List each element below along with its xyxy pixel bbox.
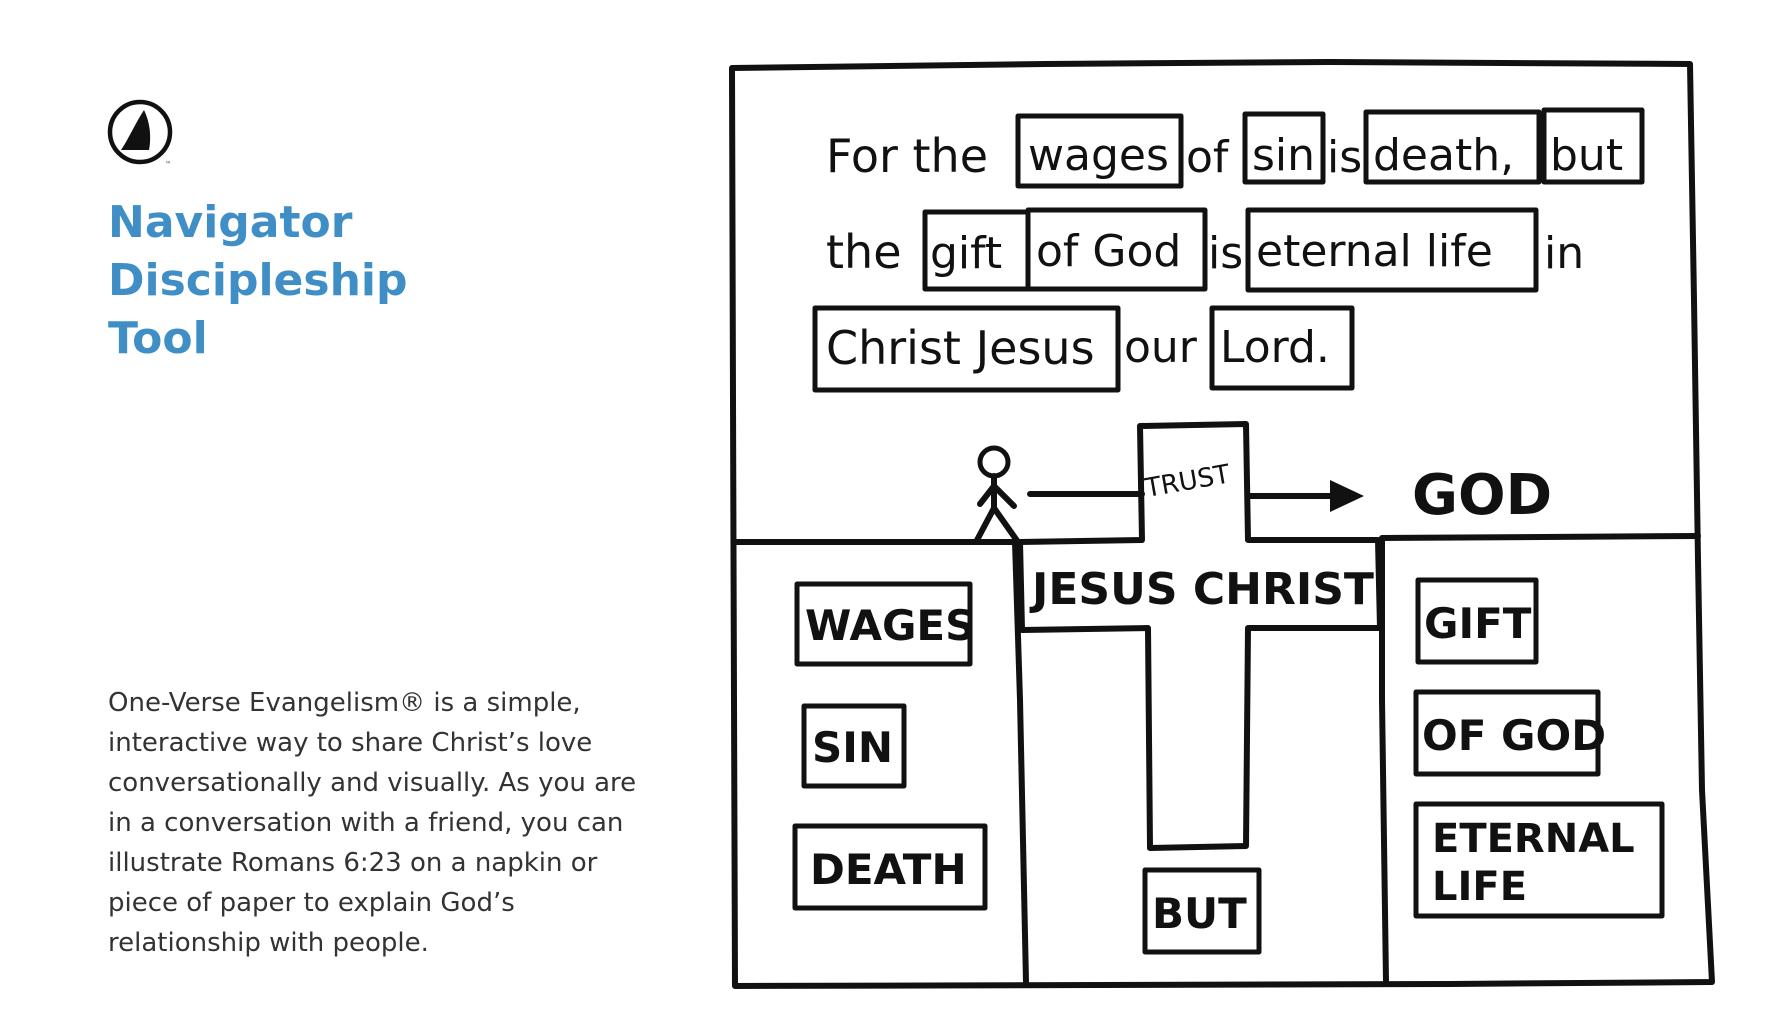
left-cliff [731, 539, 1029, 985]
title-line-3: Tool [108, 313, 208, 364]
gift-label: GIFT [1424, 599, 1532, 648]
verse-box [1209, 305, 1355, 391]
verse-word-but: but [1550, 130, 1623, 181]
verse-word-sin: sin [1252, 130, 1315, 181]
verse-word-death: death, [1373, 130, 1514, 181]
verse-box [1541, 107, 1645, 185]
sin-box [801, 703, 907, 789]
verse-word: our [1124, 322, 1198, 373]
verse-word-wages: wages [1028, 130, 1169, 181]
death-label: DEATH [810, 845, 967, 894]
eternal-label: ETERNAL [1432, 816, 1635, 862]
verse-box [812, 305, 1121, 393]
arrow-right-icon [1330, 480, 1364, 512]
stick-figure-icon [973, 445, 1021, 545]
navigator-logo-icon: ™ [107, 99, 173, 168]
eternal-life-box [1413, 801, 1665, 919]
svg-text:™: ™ [165, 161, 171, 168]
verse-word: of [1186, 132, 1230, 183]
verse-box [1363, 109, 1542, 185]
gift-box [1415, 577, 1539, 665]
jesus-christ-label: JESUS CHRIST [1029, 564, 1374, 615]
description-paragraph: One-Verse Evangelism® is a simple, inter… [108, 688, 637, 958]
but-box [1142, 867, 1262, 955]
but-label: BUT [1152, 889, 1247, 938]
trust-label: TRUST [1142, 460, 1232, 505]
verse-word-lord: Lord. [1220, 322, 1330, 373]
title-line-1: Navigator [108, 197, 353, 248]
of-god-label: OF GOD [1422, 711, 1606, 760]
verse-box [1015, 113, 1184, 189]
verse-word: is [1208, 228, 1243, 279]
verse-word: For the [826, 129, 988, 183]
life-label: LIFE [1432, 864, 1527, 910]
verse-word-christ-jesus: Christ Jesus [826, 321, 1095, 375]
wages-box [794, 581, 973, 667]
death-box [792, 823, 988, 911]
title-line-2: Discipleship [108, 255, 408, 306]
verse-word: the [826, 225, 902, 279]
page-title: Navigator Discipleship Tool [108, 194, 528, 368]
verse-word-eternal-life: eternal life [1256, 226, 1493, 277]
god-label: GOD [1412, 463, 1552, 528]
verse-word: is [1327, 132, 1362, 183]
wages-label: WAGES [805, 601, 975, 650]
verse-word-of-god: of God [1036, 226, 1181, 277]
verse-box [1242, 111, 1326, 185]
of-god-box [1413, 689, 1601, 777]
sin-label: SIN [812, 723, 893, 772]
verse-box [1245, 207, 1539, 293]
verse-word-gift: gift [930, 228, 1002, 279]
verse-box [1025, 207, 1208, 292]
illustration-frame [729, 59, 1715, 989]
verse-word: in [1544, 228, 1584, 279]
